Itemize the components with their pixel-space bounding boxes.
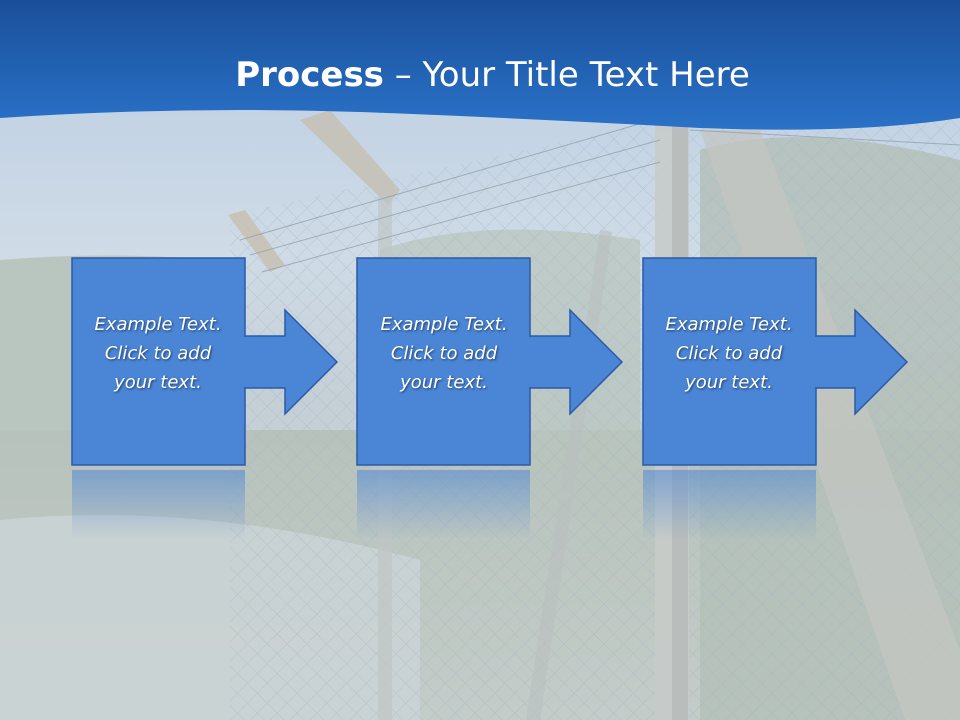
box-3-reflection [643, 470, 816, 540]
step-3-line-3: your text. [685, 372, 773, 393]
step-3-line-2: Click to add [675, 343, 783, 364]
step-1-seam [243, 337, 247, 387]
header-band [0, 0, 960, 130]
step-3-seam [814, 337, 818, 387]
title-bold: Process [235, 55, 384, 95]
step-3-text[interactable]: Example Text. Click to add your text. [643, 310, 815, 397]
fence-post-back [300, 110, 400, 205]
step-2-line-2: Click to add [390, 343, 498, 364]
step-1-arrow [239, 308, 339, 416]
step-1-text[interactable]: Example Text. Click to add your text. [72, 310, 244, 397]
step-2-box [356, 257, 531, 466]
box-1-reflection [72, 470, 245, 540]
step-3-box [642, 257, 817, 466]
step-1-line-3: your text. [114, 372, 202, 393]
fence-post-arm [228, 210, 285, 272]
step-3-line-1: Example Text. [665, 314, 793, 335]
step-1-line-2: Click to add [104, 343, 212, 364]
step-2-arrow [524, 308, 624, 416]
step-1-line-1: Example Text. [94, 314, 222, 335]
step-2-line-1: Example Text. [380, 314, 508, 335]
step-3-arrow [809, 308, 909, 416]
step-2-text[interactable]: Example Text. Click to add your text. [358, 310, 530, 397]
step-2-line-3: your text. [400, 372, 488, 393]
slide-title[interactable]: Process – Your Title Text Here [0, 52, 960, 98]
barbed-wire [239, 117, 960, 273]
title-rest: – Your Title Text Here [383, 55, 750, 95]
step-2-seam [528, 337, 532, 387]
box-2-reflection [357, 470, 530, 540]
